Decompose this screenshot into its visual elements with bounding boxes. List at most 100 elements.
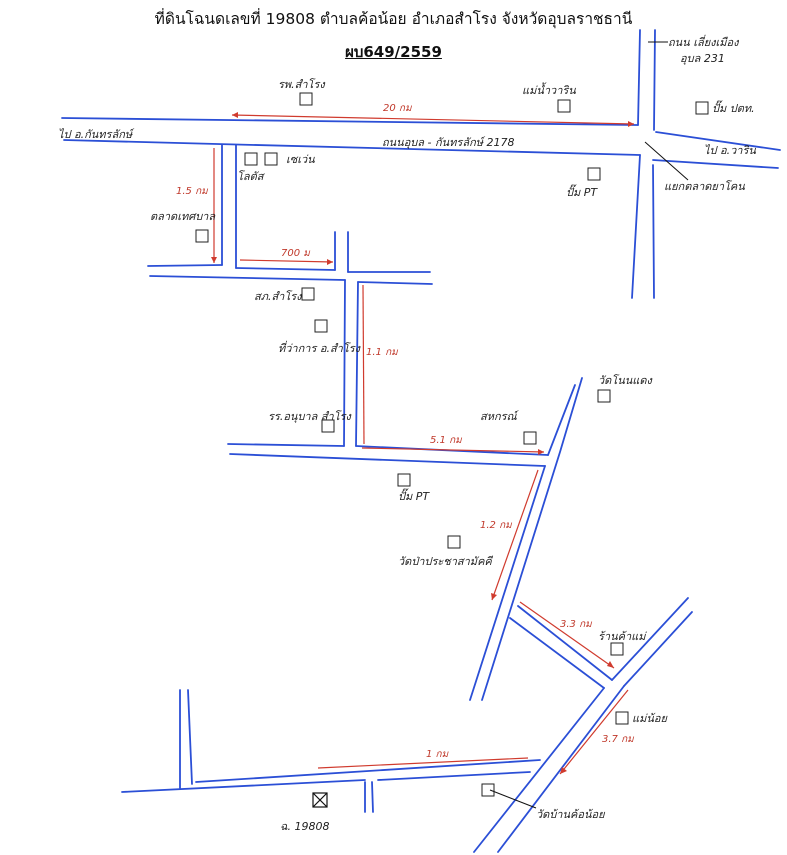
dist-label-1-2km: 1.2 กม <box>480 520 513 531</box>
label-school-mid: รร.อนุบาล สำโรง <box>268 410 353 423</box>
landmark-box <box>397 473 411 487</box>
lower-road-left-edge <box>473 687 605 853</box>
dist-line-3-3km <box>519 601 615 669</box>
landmark-box <box>587 167 601 181</box>
main-road-bottom-edge <box>63 139 641 156</box>
diag-road-right <box>469 465 546 701</box>
temple-bottom-pointer <box>489 789 537 809</box>
roads <box>61 29 781 853</box>
bottom-vert-d <box>371 781 374 813</box>
dist-line-20km <box>231 114 635 125</box>
label-sahakorn: สหกรณ์ <box>480 410 520 423</box>
highway-left-edge <box>631 29 641 299</box>
dist-line-1-2km <box>491 469 539 601</box>
landmark-box <box>244 152 258 166</box>
dist-line-1-1km <box>362 284 365 445</box>
arrowhead <box>232 112 238 118</box>
label-temple-mid: วัดป่าประชาสามัคคี <box>398 555 494 568</box>
lower-diag-right <box>623 611 693 687</box>
label-market: ตลาดเทศบาล <box>150 210 216 223</box>
main-road-top-edge <box>61 117 639 126</box>
label-shop-right: ร้านค้าแม่ <box>598 630 647 643</box>
dist-label-1km: 1 กม <box>426 749 450 760</box>
dist-label-1-5km: 1.5 กม <box>176 186 209 197</box>
landmark-box <box>447 535 461 549</box>
long-vertical-right <box>355 281 359 447</box>
landmark-box <box>481 783 495 797</box>
bottom-road-bottom <box>121 771 531 793</box>
landmark-box <box>301 287 315 301</box>
mid-road-bottom <box>149 275 433 285</box>
lower-diag-left <box>611 597 689 681</box>
landmark-box <box>314 319 328 333</box>
distance-arrowheads <box>211 112 634 774</box>
dist-line-5-1km <box>361 447 545 453</box>
landmark-boxes <box>195 92 709 797</box>
map-title: ที่ดินโฉนดเลขที่ 19808 ตำบลค้อน้อย อำเภอ… <box>154 10 633 28</box>
label-district-office: ที่ว่าการ อ.สำโรง <box>278 340 362 355</box>
dist-line-1km <box>317 757 529 769</box>
bottom-vert-b <box>187 689 193 785</box>
dist-label-5-1km: 5.1 กม <box>430 435 463 446</box>
dist-line-700m <box>239 259 334 263</box>
highway-sub-label: อุบล 231 <box>680 52 725 65</box>
landmark-box <box>264 152 278 166</box>
junction-pointer <box>644 141 689 181</box>
road-450-top <box>227 443 549 456</box>
distance-lines <box>213 114 635 775</box>
label-mae-noi: แม่น้อย <box>632 712 668 725</box>
landmark-box <box>597 389 611 403</box>
label-parcel: ฉ. 19808 <box>280 820 329 833</box>
dist-label-1-1km: 1.1 กม <box>366 347 399 358</box>
arrowhead <box>491 593 497 600</box>
landmark-box <box>523 431 537 445</box>
lower-road-right-edge <box>497 685 625 853</box>
arrowhead <box>327 259 333 265</box>
main-road-label: ถนนอุบล - กันทรลักษ์ 2178 <box>382 136 514 149</box>
dist-label-3-7km: 3.7 กม <box>602 734 635 745</box>
landmark-box <box>195 229 209 243</box>
highway-label: ถนน เลี่ยงเมือง <box>668 34 740 49</box>
landmark-box <box>615 711 629 725</box>
arrowhead <box>538 449 544 455</box>
mid-road-top <box>147 264 431 273</box>
arrowhead <box>607 661 614 668</box>
dist-label-20km: 20 กม <box>383 103 413 114</box>
landmark-box <box>610 642 624 656</box>
branch-bottom <box>509 617 605 689</box>
label-temple-right: วัดโนนแดง <box>598 374 654 387</box>
dist-label-3-3km: 3.3 กม <box>560 619 593 630</box>
diag-road-left <box>547 384 576 456</box>
long-vertical-left <box>343 279 346 447</box>
label-police: สภ.สำโรง <box>254 290 303 303</box>
junction-label: แยกตลาดยาโคน <box>664 180 745 193</box>
arrowhead <box>560 767 567 774</box>
label-shop-two: เซเว่น <box>286 153 315 166</box>
label-school-samrong: รพ.สำโรง <box>278 78 326 91</box>
branch-top <box>517 605 613 681</box>
arrowhead <box>211 257 217 263</box>
landmark-box <box>321 419 335 433</box>
to-kanthararak-label: ไป อ.กันทรลักษ์ <box>58 128 135 141</box>
label-shop-one: โลตัส <box>237 170 266 183</box>
label-mae-warin: แม่น้ำวาริน <box>522 82 576 97</box>
highway-right-edge <box>652 29 656 299</box>
to-warin-label: ไป อ.วาริน <box>704 144 756 157</box>
dist-label-700m: 700 ม <box>281 248 311 259</box>
map-subtitle: ผบ649/2559 <box>345 43 442 61</box>
diag-road-far <box>481 377 583 701</box>
dist-line-3-7km <box>559 689 629 775</box>
landmark-box <box>557 99 571 113</box>
label-temple-bottom: วัดบ้านค้อน้อย <box>536 808 606 821</box>
parcel-marker <box>312 792 328 808</box>
warin-road-bottom <box>652 159 779 169</box>
arrowhead <box>628 121 634 127</box>
label-pt-top: ปั๊ม PT <box>566 184 598 199</box>
landmark-box <box>299 92 313 106</box>
road-450-bottom <box>229 453 546 467</box>
warin-road-top <box>655 131 781 151</box>
landmark-box <box>695 101 709 115</box>
label-pt-mid: ปั๊ม PT <box>398 488 430 503</box>
bottom-road-top <box>195 759 541 783</box>
